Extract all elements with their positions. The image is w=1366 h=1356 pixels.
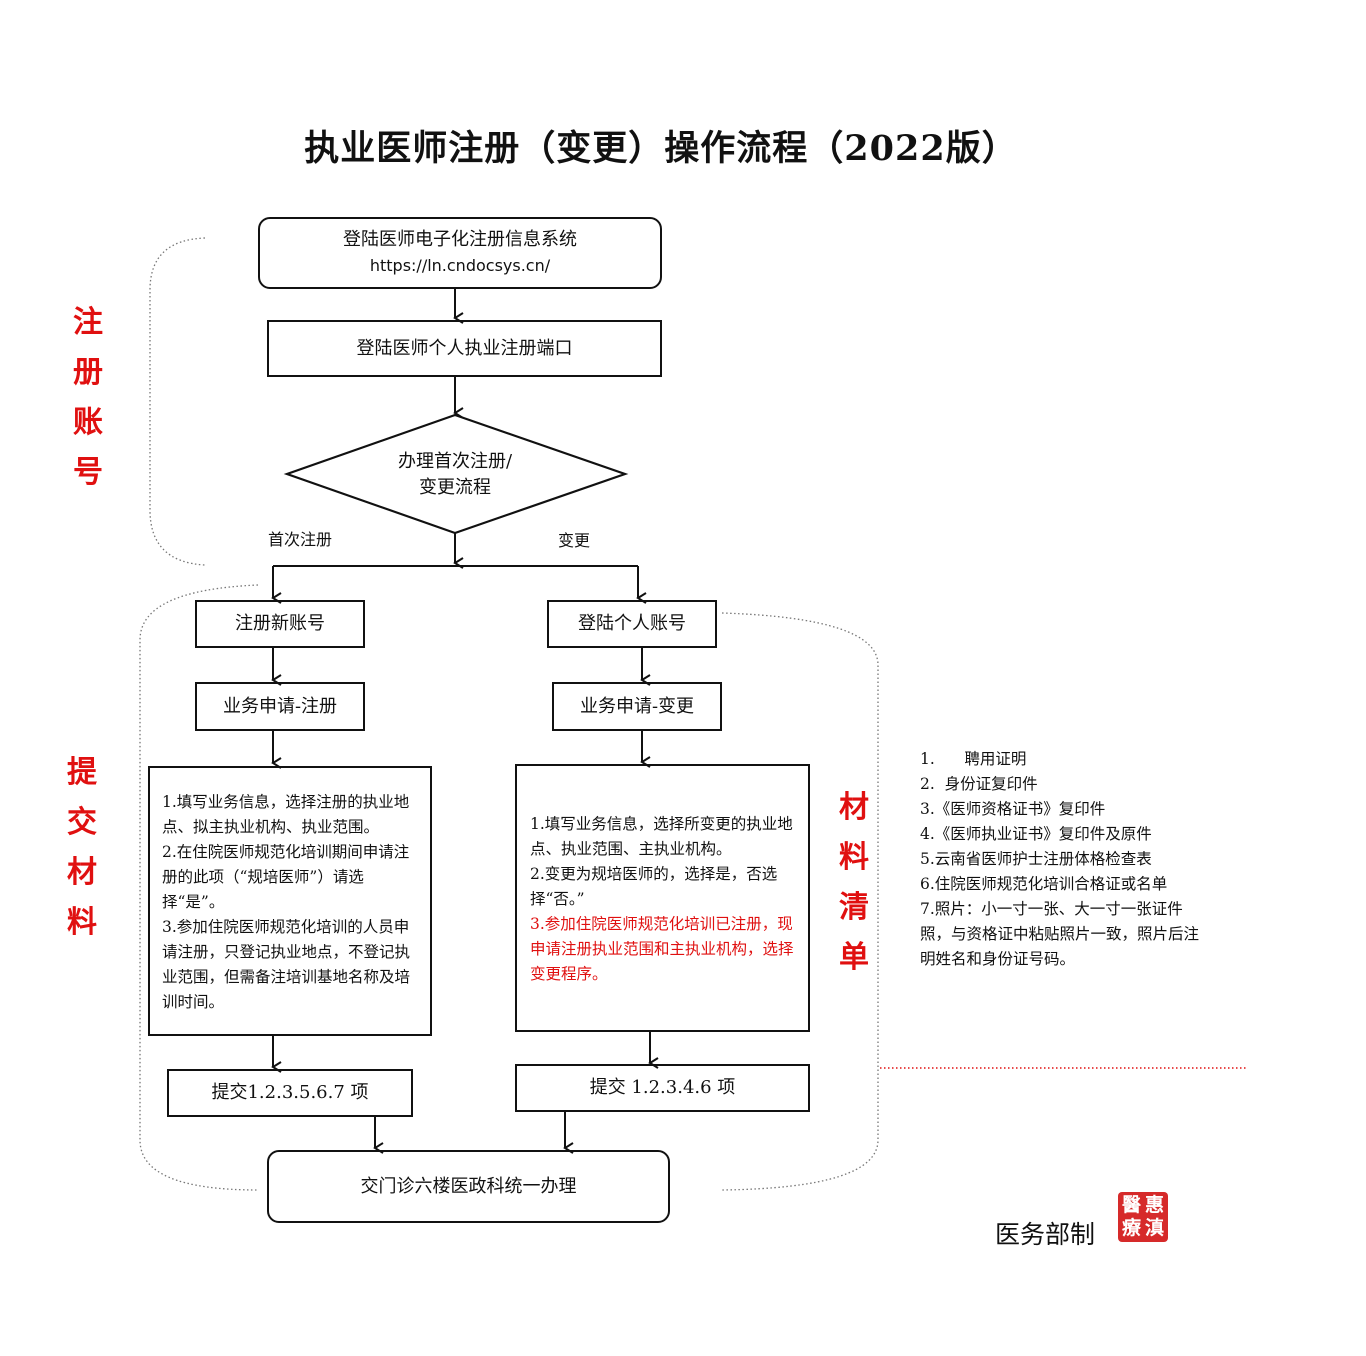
- left-instruction-2: 2.在住院医师规范化培训期间申请注册的此项（“规培医师”）请选择“是”。: [162, 843, 410, 911]
- right-submit-box: 提交 1.2.3.4.6 项: [515, 1064, 810, 1112]
- login-system-box: 登陆医师电子化注册信息系统 https://ln.cndocsys.cn/: [258, 217, 662, 289]
- material-list-label: 材 料 清 单: [839, 790, 869, 975]
- right-instruction-1: 1.填写业务信息，选择所变更的执业地点、执业范围、主执业机构。: [530, 815, 793, 858]
- submit-bracket: [139, 584, 259, 1191]
- right-instruction-2: 2.变更为规培医师的，选择是，否选择“否。”: [530, 865, 778, 908]
- branch-change-label: 变更: [558, 531, 591, 550]
- decision-line1: 办理首次注册/: [397, 451, 513, 472]
- apply-change-box: 业务申请-变更: [552, 682, 722, 731]
- material-item-4: 4.《医师执业证书》复印件及原件: [920, 825, 1152, 843]
- left-instruction-3: 3.参加住院医师规范化培训的人员申请注册，只登记执业地点，不登记执业范围，但需备…: [162, 918, 411, 1011]
- material-item-1: 1. 聘用证明: [920, 750, 1027, 768]
- page-title: 执业医师注册（变更）操作流程（2022版）: [304, 128, 1018, 169]
- login-system-title: 登陆医师电子化注册信息系统: [343, 229, 577, 250]
- decision-label: 办理首次注册/ 变更流程: [340, 448, 570, 502]
- submit-materials-label: 提 交 材 料: [67, 755, 97, 940]
- material-item-3: 3.《医师资格证书》复印件: [920, 800, 1106, 818]
- right-instruction-3: 3.参加住院医师规范化培训已注册，现申请注册执业范围和主执业机构，选择变更程序。: [530, 915, 794, 983]
- right-instructions-box: 1.填写业务信息，选择所变更的执业地点、执业范围、主执业机构。 2.变更为规培医…: [515, 764, 810, 1032]
- decision-line2: 变更流程: [419, 477, 491, 498]
- material-item-2: 2. 身份证复印件: [920, 775, 1038, 793]
- register-bracket: [149, 237, 206, 566]
- material-item-5: 5.云南省医师护士注册体格检查表: [920, 850, 1152, 868]
- login-system-url: https://ln.cndocsys.cn/: [369, 256, 551, 275]
- left-instructions-box: 1.填写业务信息，选择注册的执业地点、拟主执业机构、执业范围。 2.在住院医师规…: [148, 766, 432, 1036]
- material-item-7: 7.照片：小一寸一张、大一寸一张证件照，与资格证中粘贴照片一致，照片后注明姓名和…: [920, 900, 1200, 968]
- login-account-box: 登陆个人账号: [547, 600, 717, 648]
- branch-first-label: 首次注册: [268, 530, 333, 549]
- footer-department: 医务部制: [995, 1220, 1096, 1249]
- personal-portal-box: 登陆医师个人执业注册端口: [267, 320, 662, 377]
- materials-bracket: [721, 612, 879, 1191]
- left-instruction-1: 1.填写业务信息，选择注册的执业地点、拟主执业机构、执业范围。: [162, 793, 410, 836]
- final-box: 交门诊六楼医政科统一办理: [267, 1150, 670, 1223]
- left-submit-box: 提交1.2.3.5.6.7 项: [167, 1069, 413, 1117]
- materials-list: 1. 聘用证明 2. 身份证复印件 3.《医师资格证书》复印件 4.《医师执业证…: [920, 747, 1210, 972]
- new-account-box: 注册新账号: [195, 600, 365, 648]
- material-item-6: 6.住院医师规范化培训合格证或名单: [920, 875, 1168, 893]
- apply-register-box: 业务申请-注册: [195, 682, 365, 731]
- register-account-label: 注 册 账 号: [73, 305, 103, 490]
- seal-logo: 醫 惠 療 滇: [1118, 1192, 1168, 1242]
